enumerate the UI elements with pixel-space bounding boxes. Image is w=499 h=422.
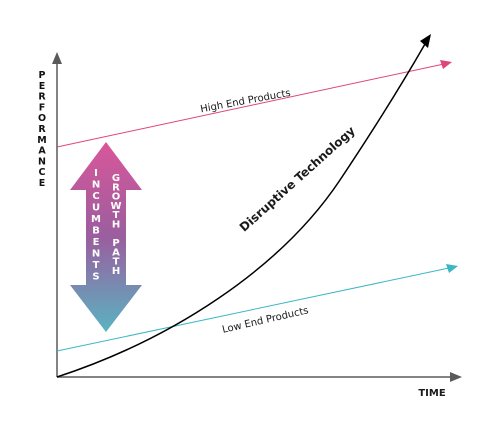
x-axis-label: TIME [418, 388, 445, 399]
disruptive-technology-curve [56, 34, 431, 378]
y-axis-arrowhead [52, 52, 62, 64]
disruptive-arrowhead [420, 34, 431, 48]
disruptive-technology-label: Disruptive Technology [237, 123, 358, 234]
low-end-products-line [56, 264, 458, 352]
low-end-arrowhead [446, 264, 458, 273]
x-axis-arrowhead [450, 372, 462, 382]
high-end-products-label: High End Products [200, 88, 292, 115]
high-end-arrowhead [440, 60, 452, 69]
high-end-products-line [56, 60, 452, 148]
axes [52, 52, 462, 382]
low-end-products-label: Low End Products [221, 305, 309, 336]
